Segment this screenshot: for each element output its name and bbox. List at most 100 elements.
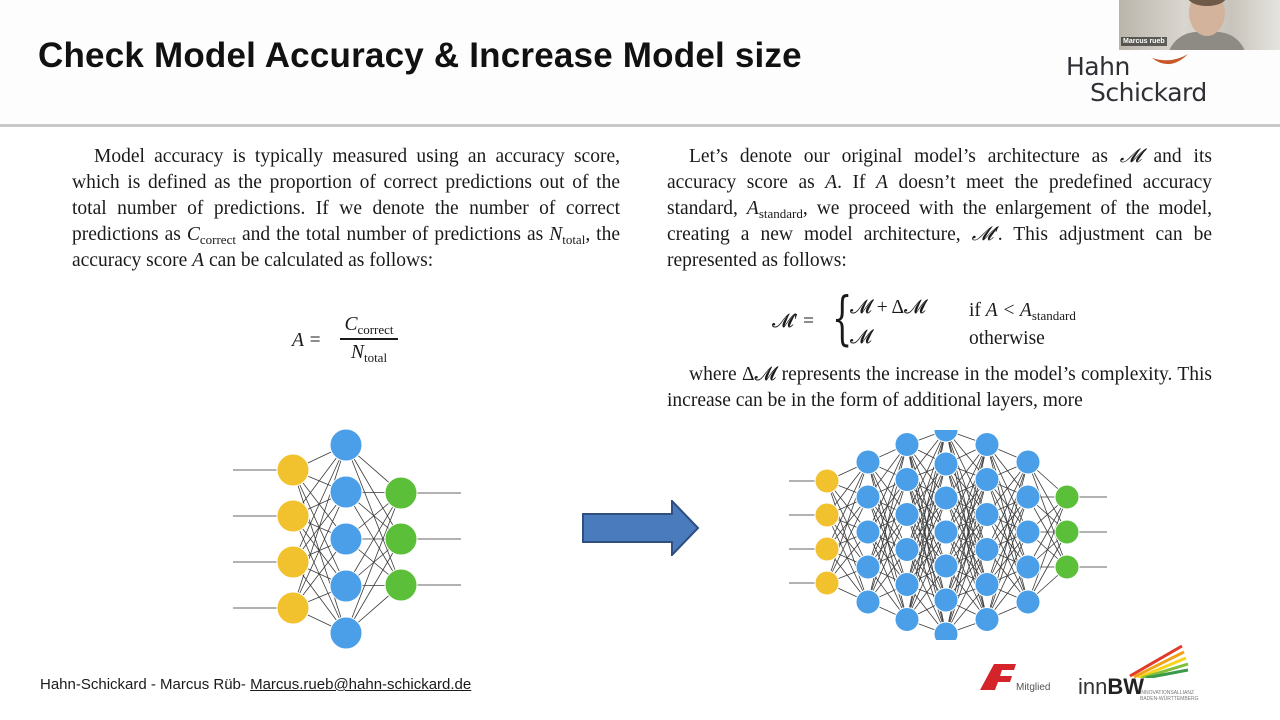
hidden-neuron [894, 572, 920, 597]
model-enlargement-equation: 𝓜′ = { 𝓜 + Δ𝓜 if A < Astandard 𝓜 otherwi… [772, 284, 1132, 352]
accuracy-equation: A = Ccorrect Ntotal [292, 314, 412, 370]
connection-line [1027, 496, 1068, 568]
hidden-neuron [894, 607, 920, 632]
output-neuron [384, 568, 418, 602]
hidden-neuron [855, 484, 881, 510]
equation-lhs: 𝓜′ = [772, 311, 814, 332]
logo-line-1: Hahn [1066, 52, 1130, 81]
connection-line [945, 444, 988, 533]
connection-line [906, 430, 947, 550]
small-neural-network-diagram [233, 428, 461, 650]
connection-line [986, 531, 1029, 620]
hidden-neuron [974, 502, 1000, 527]
connection-line [826, 461, 869, 584]
connection-line [345, 538, 402, 634]
case-1-expression: 𝓜 + Δ𝓜 [850, 297, 926, 318]
header-divider [0, 124, 1280, 127]
slide-header: Check Model Accuracy & Increase Model si… [0, 0, 1280, 124]
hidden-neuron [933, 621, 959, 640]
connection-line [945, 497, 988, 585]
cases-brace: { [832, 284, 853, 352]
hidden-neuron [933, 587, 959, 613]
hidden-neuron [329, 569, 363, 603]
aif-label: Mitglied [1016, 682, 1051, 693]
hidden-neuron [894, 537, 920, 562]
connection-line [292, 515, 347, 634]
equation-fraction: Ccorrect Ntotal [340, 314, 398, 364]
connection-line [292, 469, 347, 587]
accuracy-paragraph: Model accuracy is typically measured usi… [72, 146, 620, 271]
hidden-neuron [855, 554, 881, 580]
connection-line [292, 491, 347, 609]
innbw-rays-icon [1129, 644, 1189, 678]
output-neuron [384, 476, 418, 510]
hidden-neuron [1015, 554, 1041, 580]
connection-line [906, 497, 947, 620]
input-neuron [276, 453, 310, 487]
connection-line [292, 444, 347, 563]
input-neuron [276, 499, 310, 533]
hidden-neuron [974, 607, 1000, 632]
output-neuron [1054, 519, 1080, 545]
connection-line [945, 549, 988, 635]
logo-line-2: Schickard [1090, 78, 1207, 107]
connection-line [945, 444, 988, 567]
hidden-neuron [933, 485, 959, 511]
output-neuron [1054, 484, 1080, 510]
slide-title: Check Model Accuracy & Increase Model si… [38, 36, 802, 75]
connection-line [1027, 496, 1068, 603]
connection-line [986, 461, 1029, 585]
hidden-neuron [933, 553, 959, 579]
hidden-neuron [1015, 484, 1041, 510]
logo-swoosh-icon [1152, 54, 1188, 65]
input-neuron [814, 502, 840, 528]
hidden-neuron [329, 428, 363, 462]
connection-line [945, 514, 988, 635]
large-neural-network-diagram [789, 430, 1107, 640]
footer-text: Hahn-Schickard - Marcus Rüb- [40, 676, 251, 693]
left-text-column: Model accuracy is typically measured usi… [72, 144, 620, 274]
hidden-neuron [329, 522, 363, 556]
case-1-condition: if A < Astandard [969, 300, 1076, 323]
innbw-logo: innBW INNOVATIONSALLIANZ BADEN-WÜRTTEMBE… [1078, 644, 1199, 704]
connection-line [867, 444, 908, 533]
aif-mark-icon [980, 664, 1016, 690]
innbw-subtitle: INNOVATIONSALLIANZ BADEN-WÜRTTEMBERG [1140, 690, 1199, 702]
innbw-wordmark: innBW [1078, 674, 1145, 699]
connection-line [1027, 531, 1068, 603]
aif-logo [978, 660, 1064, 694]
connection-line [826, 496, 869, 584]
webcam-person-hair [1187, 0, 1227, 6]
connection-line [906, 479, 947, 567]
hidden-neuron [974, 537, 1000, 562]
equation-lhs: A = [292, 330, 322, 351]
webcam-overlay: Marcus rueb [1119, 0, 1280, 50]
connection-line [867, 479, 908, 603]
hidden-neuron [1015, 449, 1041, 475]
hidden-neuron [933, 451, 959, 477]
connection-line [867, 444, 908, 568]
input-neuron [814, 468, 840, 494]
connection-line [345, 444, 402, 540]
case-2-expression: 𝓜 [850, 327, 872, 348]
connection-line [826, 461, 869, 550]
connection-line [826, 514, 869, 603]
complexity-paragraph: where Δ𝓜 represents the increase in the … [667, 364, 1212, 411]
hidden-neuron [894, 502, 920, 527]
connection-line [986, 461, 1029, 550]
input-neuron [814, 536, 840, 562]
connection-line [292, 444, 347, 609]
hidden-neuron [329, 616, 363, 650]
connection-line [906, 531, 947, 620]
hidden-neuron [894, 432, 920, 457]
output-neuron [384, 522, 418, 556]
webcam-name-tag: Marcus rueb [1121, 37, 1167, 46]
connection-line [345, 492, 402, 634]
hidden-neuron [974, 432, 1000, 457]
author-email-link[interactable]: Marcus.rueb@hahn-schickard.de [250, 676, 472, 693]
hidden-neuron [974, 467, 1000, 492]
connection-line [906, 430, 947, 515]
hidden-neuron [855, 449, 881, 475]
architecture-paragraph: Let’s denote our original model’s archit… [667, 146, 1212, 271]
hidden-neuron [974, 572, 1000, 597]
